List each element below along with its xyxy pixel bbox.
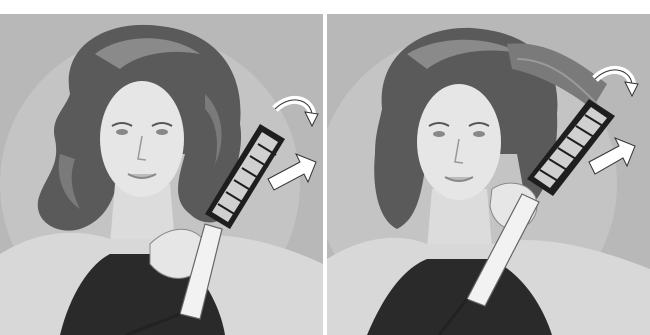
panel-right-bob-hair: [327, 14, 650, 335]
face: [417, 84, 501, 200]
panel-left-wavy-hair: [0, 14, 323, 335]
panel-right-drawing: [327, 14, 650, 335]
face: [100, 81, 184, 197]
panel-left-drawing: [0, 14, 323, 335]
